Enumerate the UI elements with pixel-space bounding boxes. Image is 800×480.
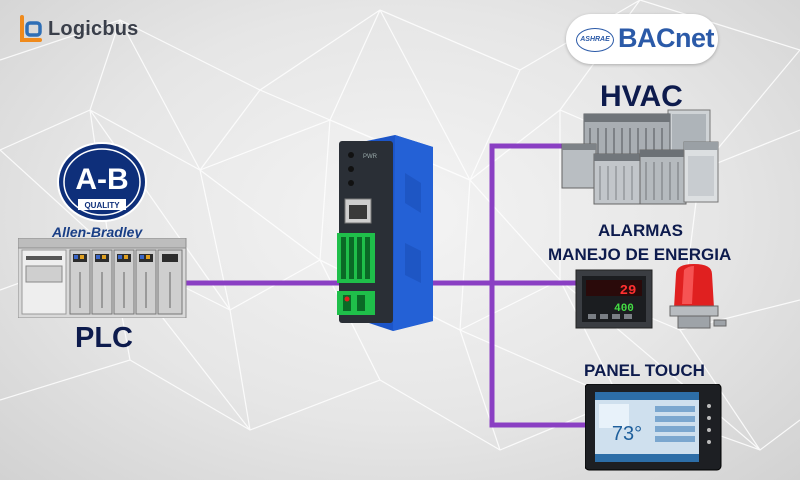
terminal-block-top bbox=[337, 233, 375, 283]
ab-quality-badge: QUALITY bbox=[84, 201, 120, 210]
ab-letters: A-B bbox=[75, 163, 128, 196]
gateway-led-label: PWR bbox=[363, 154, 378, 160]
controller-display-sv: 400 bbox=[614, 303, 634, 315]
hvac-units-image bbox=[561, 109, 719, 205]
bacnet-gateway-device: PWR bbox=[337, 135, 433, 331]
allen-bradley-logo: A-B QUALITY bbox=[57, 142, 147, 222]
hvac-label: HVAC bbox=[600, 80, 683, 113]
bacnet-wordmark: BACnet bbox=[618, 23, 715, 53]
logicbus-logo-icon bbox=[20, 15, 42, 42]
energy-management-label: MANEJO DE ENERGIA bbox=[548, 245, 732, 264]
panel-touch-image: 73° bbox=[585, 384, 722, 471]
led-2 bbox=[348, 166, 354, 172]
allen-bradley-name: Allen-Bradley bbox=[52, 224, 143, 240]
logicbus-logo: Logicbus bbox=[18, 14, 139, 44]
alarms-devices-image: 29 400 bbox=[575, 264, 727, 329]
ashrae-badge: ASHRAE bbox=[576, 28, 614, 52]
led-3 bbox=[348, 180, 354, 186]
bacnet-logo: ASHRAE BACnet bbox=[566, 14, 718, 64]
logicbus-logo-text: Logicbus bbox=[48, 17, 139, 40]
alarms-label: ALARMAS bbox=[598, 221, 683, 240]
controller-display-pv: 29 bbox=[620, 283, 637, 299]
panel-touch-label: PANEL TOUCH bbox=[584, 361, 705, 380]
plc-label: PLC bbox=[75, 322, 133, 354]
terminal-block-bottom bbox=[337, 291, 375, 315]
plc-rack-image bbox=[18, 238, 187, 318]
led-1 bbox=[348, 152, 354, 158]
panel-screen-temperature: 73° bbox=[612, 423, 642, 445]
